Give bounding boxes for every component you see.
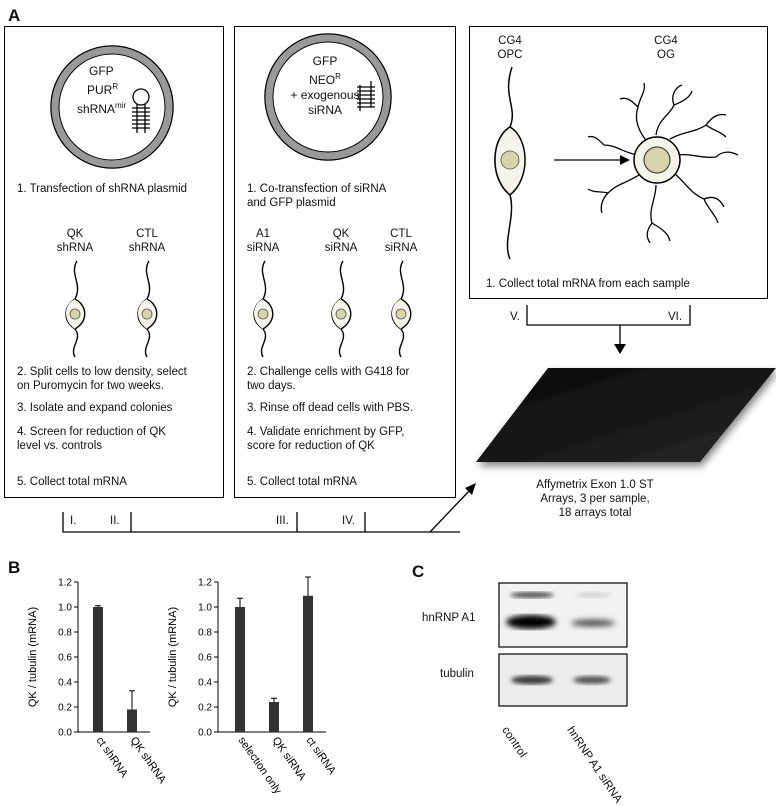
sirna-step-3: 3. Rinse off dead cells with PBS. bbox=[247, 402, 413, 414]
y-tick-label: 0.8 bbox=[198, 628, 212, 639]
shrna-step-2: 2. Split cells to low density, select on… bbox=[17, 366, 187, 392]
blot-lane-label-control: control bbox=[499, 724, 529, 760]
cg4-og-label: CG4 OG bbox=[654, 35, 678, 61]
sample-connectors bbox=[62, 305, 776, 533]
differentiation-box: CG4 OPC CG4 OG 1. Collect total mRNA fro… bbox=[469, 26, 768, 299]
y-tick-label: 0.2 bbox=[198, 703, 212, 714]
y-tick-label: 0.4 bbox=[58, 678, 72, 689]
sirna-step-2: 2. Challenge cells with G418 for two day… bbox=[247, 366, 410, 392]
ctl-sirna-label: CTL siRNA bbox=[384, 228, 418, 254]
y-tick-label: 0.8 bbox=[58, 628, 72, 639]
y-tick-label: 1.0 bbox=[58, 603, 72, 614]
sirna-protocol-box: GFP NEOR + exogenous siRNA 1. Co-transfe… bbox=[234, 26, 456, 498]
y-tick-label: 0.2 bbox=[58, 703, 72, 714]
sirna-step-5: 5. Collect total mRNA bbox=[247, 476, 357, 488]
qk-mrna-bar-charts: 0.0 0.2 0.4 0.6 0.8 1.0 1.2 QK / tubulin (mRNA)… bbox=[27, 576, 339, 797]
plasmid-label: GFP PURR shRNAmir bbox=[77, 64, 127, 116]
panel-label-c: C bbox=[412, 562, 425, 581]
y-tick-label: 0.0 bbox=[58, 728, 72, 739]
bar bbox=[303, 595, 313, 732]
ctl-shrna-label: CTL shRNA bbox=[128, 228, 166, 254]
blot-row-label-tubulin: tubulin bbox=[440, 668, 474, 680]
shrna-step-5: 5. Collect total mRNA bbox=[17, 476, 127, 488]
category-label: ct siRNA bbox=[304, 735, 339, 777]
panel-label-b: B bbox=[8, 558, 21, 577]
sirna-step-4: 4. Validate enrichment by GFP, score for… bbox=[247, 426, 405, 452]
category-label: QK shRNA bbox=[128, 735, 169, 786]
shrna-plasmid-icon bbox=[50, 45, 174, 169]
sirna-step-1: 1. Co-transfection of siRNA and GFP plas… bbox=[247, 183, 387, 209]
a1-sirna-label: A1 siRNA bbox=[246, 228, 280, 254]
y-tick-label: 0.4 bbox=[198, 678, 212, 689]
shrna-step-1: 1. Transfection of shRNA plasmid bbox=[17, 183, 188, 195]
opc-to-og-diagram bbox=[494, 66, 739, 260]
western-blot bbox=[498, 582, 628, 707]
shrna-protocol-box: GFP PURR shRNAmir 1. Transfection of shR… bbox=[4, 26, 224, 498]
bar bbox=[127, 709, 137, 732]
bar bbox=[235, 607, 245, 732]
bracket-label-iii: III. bbox=[276, 515, 289, 527]
qk-shrna-label: QK shRNA bbox=[56, 228, 94, 254]
cg4-opc-label: CG4 OPC bbox=[497, 35, 523, 61]
bracket-label-vi: VI. bbox=[668, 311, 683, 323]
sirna-cells-icon bbox=[253, 260, 412, 358]
chart2-y-axis-label: QK / tubulin (mRNA) bbox=[167, 607, 179, 707]
shrna-step-3: 3. Isolate and expand colonies bbox=[17, 402, 173, 414]
y-tick-label: 1.2 bbox=[58, 578, 72, 589]
panel-label-a: A bbox=[8, 6, 21, 25]
y-tick-label: 0.0 bbox=[198, 728, 212, 739]
bracket-label-i: I. bbox=[70, 515, 77, 527]
shrna-cells-icon bbox=[65, 260, 158, 358]
y-tick-label: 1.0 bbox=[198, 603, 212, 614]
bar bbox=[93, 607, 103, 732]
shrna-step-4: 4. Screen for reduction of QK level vs. … bbox=[17, 426, 166, 452]
bar bbox=[269, 702, 279, 732]
sirna-plasmid-icon bbox=[264, 33, 392, 161]
blot-row-label-hnrnp: hnRNP A1 bbox=[422, 612, 476, 624]
y-tick-label: 1.2 bbox=[198, 578, 212, 589]
microarray-chip bbox=[476, 368, 776, 462]
bracket-label-ii: II. bbox=[110, 515, 120, 527]
y-tick-label: 0.6 bbox=[198, 653, 212, 664]
y-tick-label: 0.6 bbox=[58, 653, 72, 664]
blot-hnrnp-membrane bbox=[498, 582, 628, 648]
og-step-1: 1. Collect total mRNA from each sample bbox=[486, 278, 690, 290]
qk-sirna-label: QK siRNA bbox=[324, 228, 358, 254]
bracket-label-v: V. bbox=[510, 311, 520, 323]
blot-lane-label-sirna: hnRNP A1 siRNA bbox=[564, 724, 625, 806]
array-caption: Affymetrix Exon 1.0 ST Arrays, 3 per sam… bbox=[536, 479, 654, 519]
bracket-label-iv: IV. bbox=[342, 515, 356, 527]
category-label: ct shRNA bbox=[94, 735, 131, 780]
plasmid-label: GFP NEOR + exogenous siRNA bbox=[290, 54, 360, 117]
chart1-y-axis-label: QK / tubulin (mRNA) bbox=[27, 607, 39, 707]
